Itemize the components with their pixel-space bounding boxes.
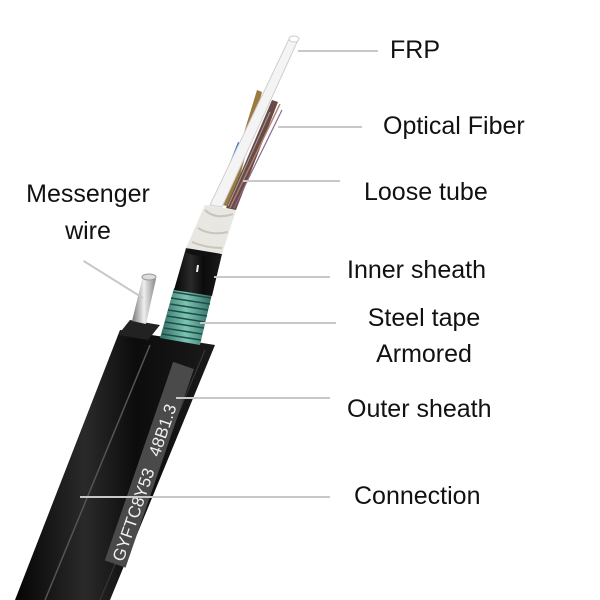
leader-line-frp — [298, 50, 378, 52]
water-blocking-tape-shape — [186, 205, 236, 254]
label-messenger-line2: wire — [65, 217, 111, 245]
label-connection: Connection — [354, 482, 481, 510]
label-inner-sheath: Inner sheath — [347, 256, 486, 284]
inner-sheath-shape — [174, 246, 222, 296]
leader-line-inner-sheath — [214, 276, 330, 278]
frp-shape — [209, 35, 300, 208]
leader-line-connection — [80, 496, 330, 498]
label-messenger-wire: Messenger wire — [10, 180, 166, 246]
leader-line-optical-fiber — [278, 126, 362, 128]
label-optical-fiber: Optical Fiber — [383, 112, 525, 140]
label-messenger-line1: Messenger — [26, 180, 150, 208]
leader-line-steel-tape — [200, 322, 336, 324]
leader-line-outer-sheath — [176, 397, 330, 399]
label-steel-tape-armored: Steel tape Armored — [350, 304, 498, 369]
leader-line-loose-tube — [243, 180, 340, 182]
label-outer-sheath: Outer sheath — [347, 395, 492, 423]
label-loose-tube: Loose tube — [364, 178, 488, 206]
steel-tape-shape — [160, 288, 212, 345]
label-steel-tape-line2: Armored — [376, 340, 472, 368]
label-steel-tape-line1: Steel tape — [367, 304, 481, 332]
messenger-wire-shape — [132, 273, 157, 324]
label-frp: FRP — [390, 36, 440, 64]
